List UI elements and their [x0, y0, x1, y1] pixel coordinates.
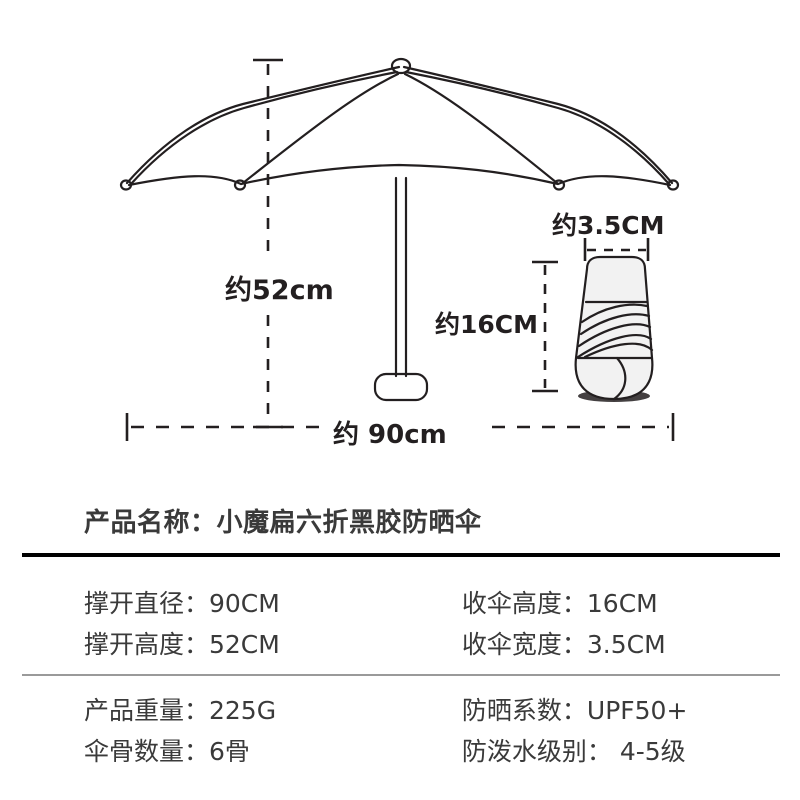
dimension-open-diameter — [125, 413, 675, 441]
spec-folded-width: 收伞宽度：3.5CM — [461, 630, 666, 659]
dimension-label-open-diameter: 约 90cm — [333, 420, 447, 450]
rib-tip-loop-far-left — [119, 179, 133, 191]
folded-bottom-curve — [612, 356, 627, 401]
spec-folded-height: 收伞高度：16CM — [461, 589, 658, 618]
spec-rib-count: 伞骨数量：6骨 — [84, 737, 250, 766]
spec-row-2-left-column: 产品重量：225G 伞骨数量：6骨 — [84, 690, 462, 772]
rib-tip-loop-left — [233, 179, 247, 191]
umbrella-finial-knob — [390, 57, 412, 75]
spec-row-2: 产品重量：225G 伞骨数量：6骨 防晒系数：UPF50+ 防泼水级别： 4-5… — [0, 690, 800, 772]
product-name-text: 产品名称：小魔扁六折黑胶防晒伞 — [84, 507, 482, 538]
open-umbrella-drawing — [119, 57, 680, 402]
canopy-right-outline — [402, 65, 674, 185]
spec-row-1-left-column: 撑开直径：90CM 撑开高度：52CM — [84, 583, 462, 665]
dimension-folded-width — [583, 238, 650, 261]
canopy-left-outline — [125, 65, 401, 185]
spec-row-1-right-column: 收伞高度：16CM 收伞宽度：3.5CM — [462, 583, 800, 665]
umbrella-diagram-svg — [119, 57, 680, 441]
folded-umbrella-drawing — [574, 255, 654, 402]
dimension-label-folded-height: 约16CM — [435, 310, 539, 339]
folded-wrap-lines — [576, 303, 654, 359]
umbrella-handle — [373, 372, 429, 402]
spec-product-weight: 产品重量：225G — [84, 696, 277, 725]
rib-tip-loop-far-right — [666, 179, 680, 191]
dimension-open-height — [253, 58, 283, 429]
canopy-hem — [127, 163, 672, 187]
canopy-rib-seam-left-outer — [129, 70, 399, 186]
spec-row-2-right-column: 防晒系数：UPF50+ 防泼水级别： 4-5级 — [462, 690, 800, 772]
dimension-label-folded-width: 约3.5CM — [552, 211, 665, 240]
spec-open-height: 撑开高度：52CM — [84, 630, 280, 659]
dimension-folded-height — [532, 260, 558, 393]
spec-open-diameter: 撑开直径：90CM — [84, 589, 280, 618]
product-name-row: 产品名称：小魔扁六折黑胶防晒伞 — [0, 490, 800, 550]
dimension-label-open-height: 约52cm — [225, 275, 334, 306]
canopy-rib-seam-right-inner — [403, 72, 559, 185]
divider-thick — [22, 553, 780, 557]
spec-water-repellency: 防泼水级别： 4-5级 — [461, 737, 686, 766]
umbrella-dimension-diagram: 约52cm 约 90cm 约16CM 约3.5CM — [119, 57, 680, 450]
rib-tip-loop-right — [552, 179, 566, 191]
divider-thin — [22, 674, 780, 676]
canopy-rib-seam-right-outer — [404, 70, 671, 186]
spec-upf-rating: 防晒系数：UPF50+ — [461, 696, 688, 725]
spec-row-1: 撑开直径：90CM 撑开高度：52CM 收伞高度：16CM 收伞宽度：3.5CM — [0, 583, 800, 665]
